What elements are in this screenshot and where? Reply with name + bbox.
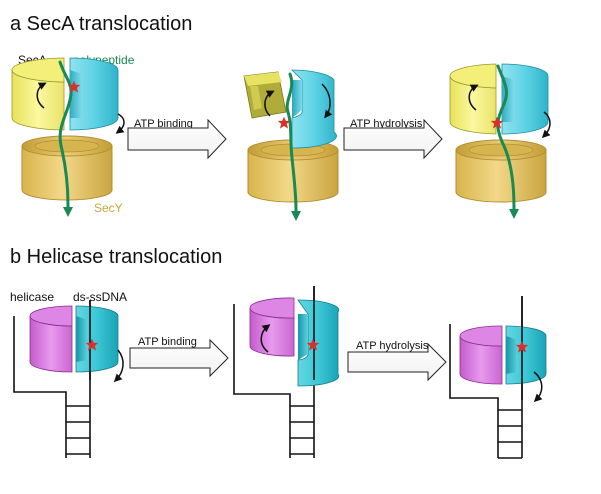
secy-channel-3 xyxy=(455,139,547,203)
rotation-arrow-3a xyxy=(468,84,479,111)
polypeptide-strand-2 xyxy=(285,72,298,212)
helicase-teal-half-3 xyxy=(505,325,547,385)
secy-label: SecY xyxy=(94,201,123,215)
panel-b-state-2 xyxy=(233,286,340,458)
helicase-magenta-half-2 xyxy=(249,297,295,357)
seca-cyan-half-1 xyxy=(69,57,119,131)
panel-a-step1-label: ATP binding xyxy=(134,118,193,130)
rotation-arrow-2b xyxy=(321,83,333,119)
step-arrow-b2 xyxy=(347,342,447,382)
rotation-arrow-1b xyxy=(115,113,125,134)
secy-channel-1 xyxy=(21,135,113,201)
helicase-teal-half-1 xyxy=(75,305,119,373)
step-arrow-a2 xyxy=(343,118,443,160)
rotation-arrow-1a xyxy=(36,82,47,109)
seca-cyan-half-3 xyxy=(501,63,549,135)
panel-a-step2-label: ATP hydrolysis xyxy=(350,118,423,130)
rotation-arrow-3b xyxy=(541,111,551,139)
step-arrow-a1 xyxy=(127,118,227,160)
rotation-arrow-5 xyxy=(260,324,271,353)
dna-label: ds-ssDNA xyxy=(73,290,128,304)
polypeptide-strand-1 xyxy=(58,60,73,207)
panel-b-state-1 xyxy=(13,300,124,458)
panel-b-step1-label: ATP binding xyxy=(138,336,197,348)
panel-b-state-3 xyxy=(449,296,547,459)
helicase-magenta-half-3 xyxy=(459,325,503,385)
panel-b-title: b Helicase translocation xyxy=(10,246,223,268)
rotation-arrow-2a xyxy=(264,90,275,117)
seca-yellow-half-2 xyxy=(243,71,287,119)
panel-a-state-3 xyxy=(449,63,551,219)
panel-a-state-1 xyxy=(11,57,125,217)
helicase-label: helicase xyxy=(10,290,55,304)
rotation-arrow-6 xyxy=(533,371,543,403)
panel-a-state-2 xyxy=(243,69,339,221)
panel-a-title: a SecA translocation xyxy=(10,13,193,35)
seca-cyan-half-2 xyxy=(291,69,337,149)
step-arrow-b1 xyxy=(129,338,229,378)
seca-yellow-half-3 xyxy=(449,63,497,135)
rotation-arrow-4 xyxy=(113,349,124,383)
helicase-magenta-half-1 xyxy=(29,305,73,373)
panel-b-step2-label: ATP hydrolysis xyxy=(356,340,429,352)
